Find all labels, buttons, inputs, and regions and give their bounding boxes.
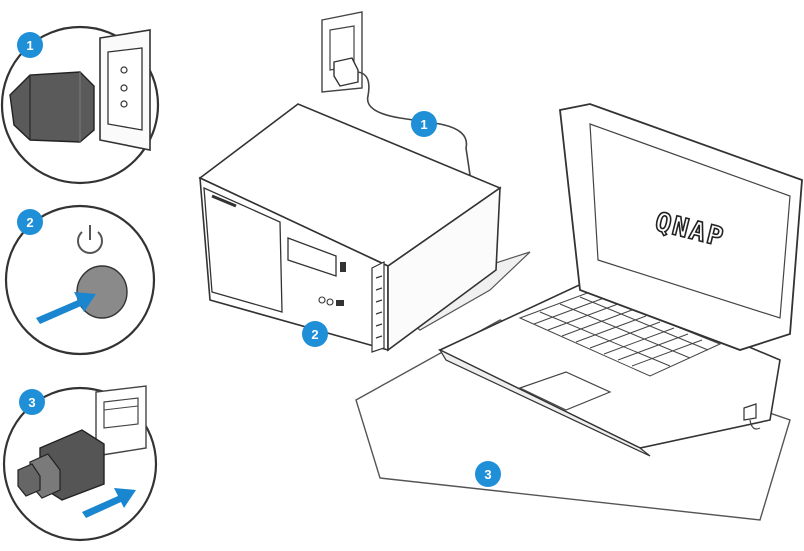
callout-3-number: 3 [484,467,491,482]
step-2-panel: 2 [4,204,156,356]
step-1-panel: 1 [0,25,160,185]
laptop-ethernet-plug [743,403,757,421]
callout-3-badge [475,461,501,487]
step-1-badge [17,32,43,58]
power-button-led [318,296,326,304]
power-button [76,265,128,319]
step-3-number: 3 [28,395,35,410]
power-plug-icon [9,71,95,143]
touchpad [518,371,612,411]
power-cord [357,71,471,176]
keyboard [518,291,722,377]
callout-2-badge [302,321,328,347]
power-outlet-icon [99,29,151,151]
callout-1-number: 1 [420,117,427,132]
arrow-icon [82,488,136,518]
arrow-icon [36,292,96,324]
power-button-icon [77,225,103,254]
step-2-number: 2 [26,215,33,230]
nas-device: 2 [198,103,531,353]
callout-2-number: 2 [311,327,318,342]
step-1-number: 1 [26,38,33,53]
step-3-panel: 3 [2,385,158,542]
ethernet-cable-icon [17,429,105,501]
step-3-badge [19,389,45,415]
step-2-badge [17,209,43,235]
callout-1-badge [411,111,437,137]
wall-outlet [321,11,471,176]
ethernet-port-icon [95,385,147,457]
laptop: QNAP [355,103,803,521]
drive-bays [371,261,385,353]
